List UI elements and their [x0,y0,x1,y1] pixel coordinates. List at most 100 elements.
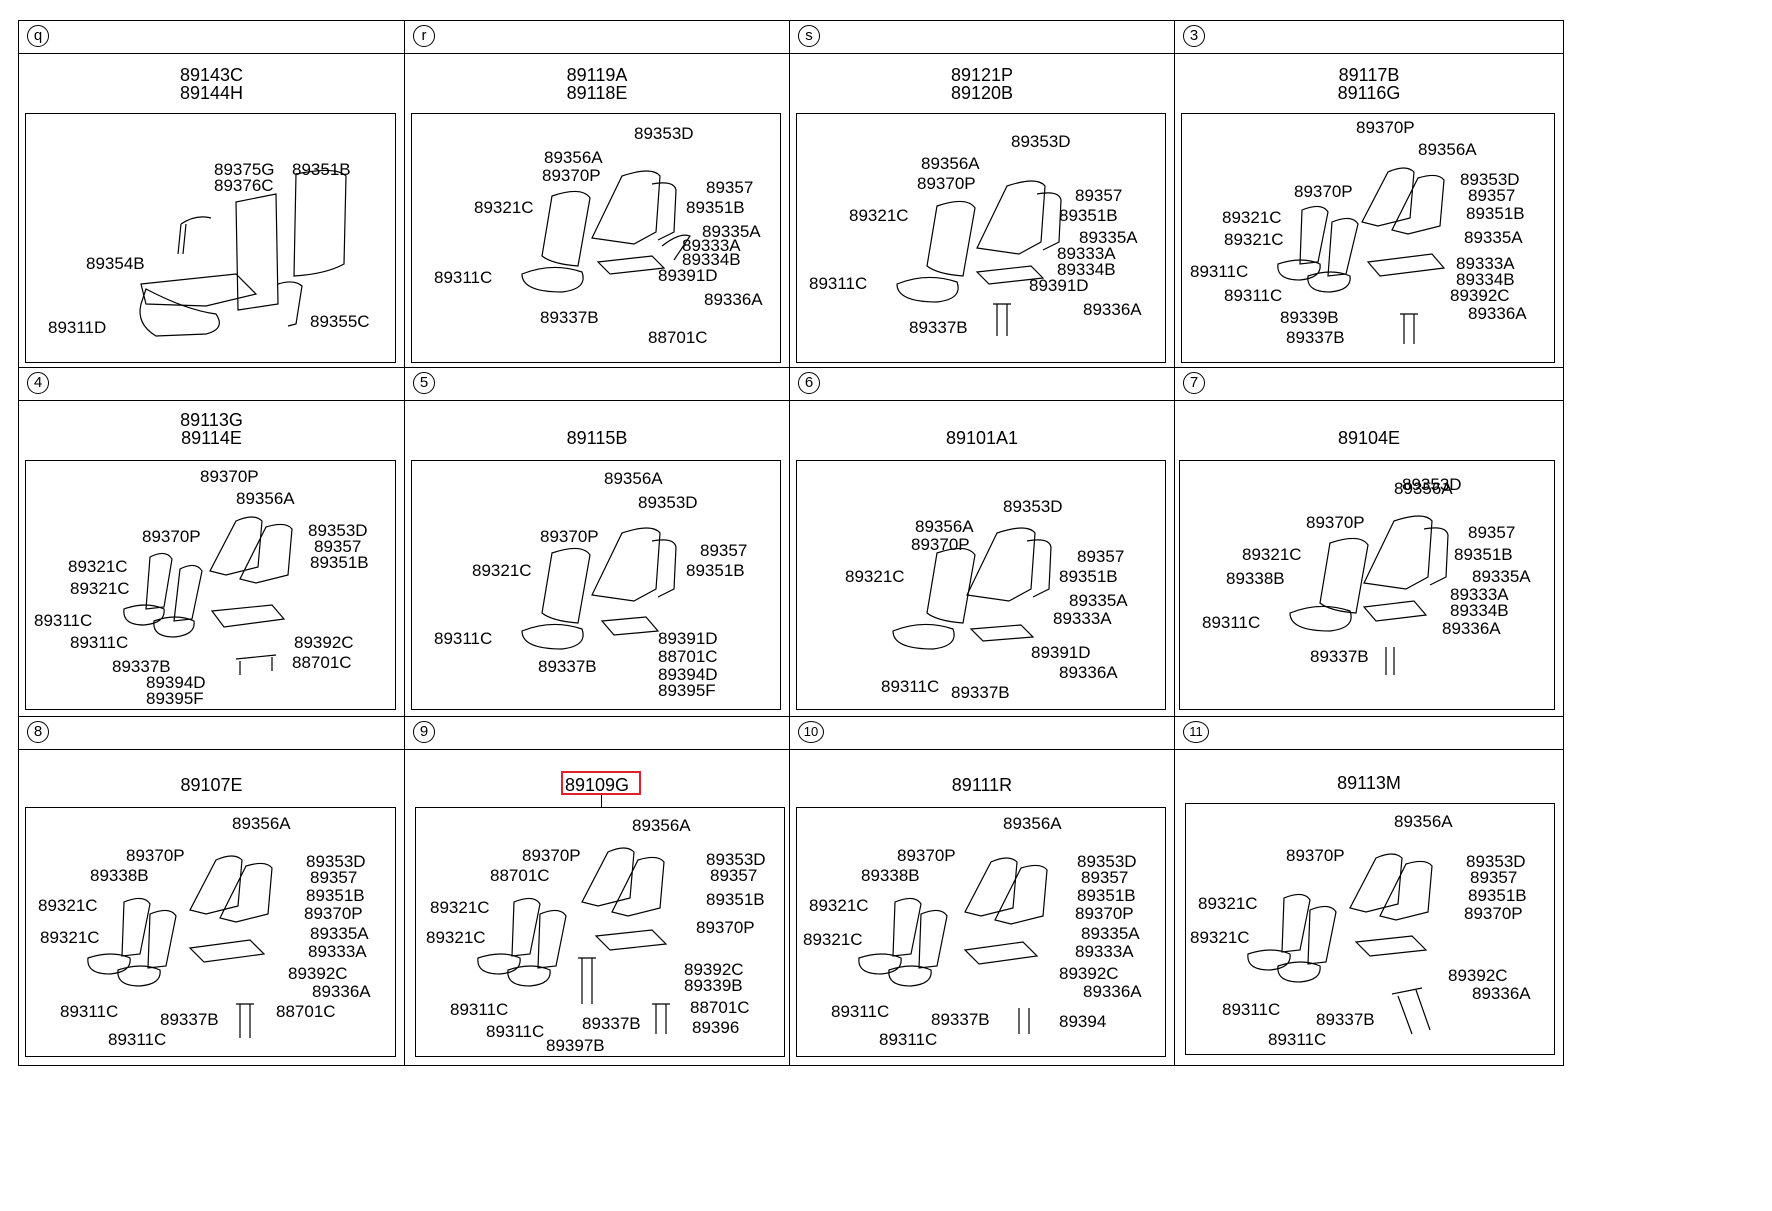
part-label: 89394D [658,665,718,684]
part-label: 89311C [108,1030,167,1049]
part-label: 89370P [142,527,201,546]
part-label: 89335A [1069,591,1128,610]
part-label: 89337B [1286,328,1345,347]
part-label: 89392C [288,964,348,983]
parts-drawing: 89356A 89370P 89353D 88701C 89357 89351B… [415,807,785,1057]
panel-6: 6 89101A1 89353D 89356A 89370P 89357 893… [789,367,1175,717]
part-label: 89311C [831,1002,890,1021]
part-label: 89321C [1198,894,1258,913]
part-label: 89337B [1316,1010,1375,1029]
part-label: 89337B [931,1010,990,1029]
part-label: 89357 [1077,547,1125,566]
selected-part-highlight[interactable] [561,771,641,795]
assembly-number: 89104E [1337,428,1401,448]
part-label: 89354B [86,254,145,273]
part-label: 89334B [1450,601,1509,620]
part-label: 89337B [160,1010,219,1029]
double-seat-drawing [87,855,273,1038]
panel-r: r 89119A 89118E 89353D 89356A 89370P 893… [404,20,790,368]
assembly-number: 89120B [950,83,1014,103]
panel-marker: 11 [1183,721,1209,743]
part-label: 89351B [1466,204,1525,223]
part-label: 89375G [214,160,275,179]
part-label: 89336A [704,290,763,309]
part-label: 88701C [490,866,550,885]
part-label: 89391D [658,629,718,648]
part-label: 89356A [921,154,980,173]
part-label: 89335A [1472,567,1531,586]
assembly-number: 89118E [566,83,628,103]
part-label: 89356A [1394,479,1453,498]
part-label: 89337B [538,657,597,676]
panel-header: 8 [19,717,404,750]
part-label: 89335A [1081,924,1140,943]
panel-header: q [19,21,404,54]
part-label: 89356A [236,489,295,508]
part-label: 89337B [582,1014,641,1033]
double-seat-drawing [477,847,670,1034]
parts-drawing: 89370P 89356A 89370P 89353D 89357 89321C… [25,460,396,710]
part-label: 88701C [276,1002,336,1021]
part-label: 89336A [1083,300,1142,319]
parts-drawing: 89356A 89370P 89353D 89357 89351B 89321C… [1185,803,1555,1055]
part-label: 89370P [522,846,581,865]
parts-diagram-grid: q 89143C 89144H 89375G 89376C 89351B 893… [18,20,1764,1200]
part-label: 89353D [706,850,766,869]
part-label: 89321C [845,567,905,586]
part-label: 89311C [34,611,93,630]
double-seat-drawing [1247,853,1433,1035]
part-label: 89353D [1077,852,1137,871]
parts-drawing: 89356A 89370P 89353D 89338B 89357 89351B… [796,807,1166,1057]
parts-drawing: 89353D 89356A 89370P 89357 89321C 89351B… [796,460,1166,710]
parts-drawing: 89370P 89356A 89353D 89370P 89357 89321C… [1181,113,1555,363]
part-label: 89337B [540,308,599,327]
part-label: 89370P [917,174,976,193]
part-label: 89370P [1294,182,1353,201]
assembly-number: 89115B [566,428,628,448]
part-label: 89333A [1075,942,1134,961]
part-label: 89334B [1057,260,1116,279]
part-label: 89336A [1083,982,1142,1001]
assembly-number: 89119A [566,65,628,85]
assembly-number-selected[interactable]: 89109G [564,775,630,795]
double-seat-drawing [1277,167,1446,344]
parts-drawing: 89356A 89353D 89370P 89357 89321C 89351B… [411,460,781,710]
panel-s: s 89121P 89120B 89353D 89356A 89370P 893… [789,20,1175,368]
part-label: 89337B [112,657,171,676]
parts-drawing: 89353D 89356A 89370P 89357 89321C 89351B… [411,113,781,363]
part-label: 89321C [1242,545,1302,564]
part-label: 89392C [684,960,744,979]
part-label: 89397B [546,1036,605,1055]
part-label: 89370P [1075,904,1134,923]
panel-5: 5 89115B 89356A 89353D 89370P 89357 8932… [404,367,790,717]
panel-marker: r [413,25,435,47]
part-label: 89353D [638,493,698,512]
assembly-number: 89117B [1338,65,1400,85]
panel-header: s [790,21,1174,54]
part-label: 89321C [68,557,128,576]
part-label: 89392C [1059,964,1119,983]
panel-header: 7 [1175,368,1563,401]
part-label: 89336A [1472,984,1531,1003]
panel-marker: q [27,25,49,47]
part-label: 89356A [232,814,291,833]
assembly-number: 89121P [950,65,1014,85]
part-label: 89356A [915,517,974,536]
panel-header: 6 [790,368,1174,401]
part-label: 89370P [897,846,956,865]
seat-drawing [521,527,677,650]
part-label: 89353D [306,852,366,871]
part-label: 89394D [146,673,206,692]
leader-line [601,795,602,807]
part-label: 89395F [146,689,204,708]
panel-marker: 7 [1183,372,1205,394]
part-label: 89311C [60,1002,119,1021]
part-label: 89337B [951,683,1010,702]
panel-marker: s [798,25,820,47]
part-label: 89351B [1454,545,1513,564]
part-label: 89353D [308,521,368,540]
part-label: 89391D [658,266,718,285]
seat-drawing [892,527,1052,650]
panel-header: r [405,21,789,54]
part-label: 89335A [1079,228,1138,247]
